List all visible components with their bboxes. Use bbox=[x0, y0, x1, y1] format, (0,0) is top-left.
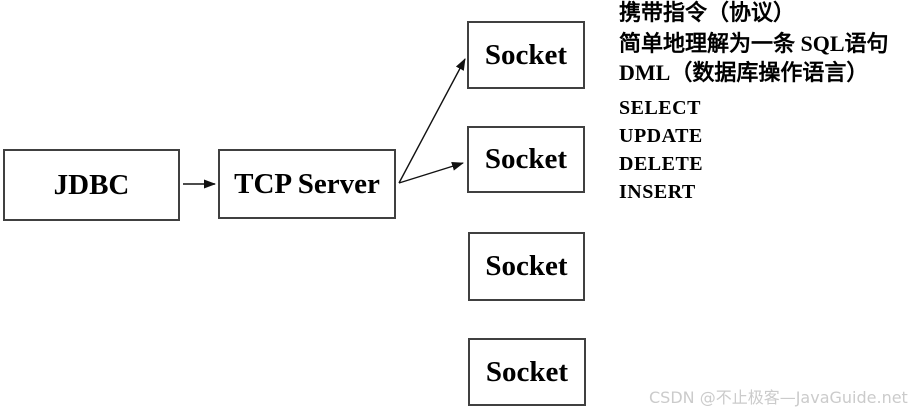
node-socket-1-label: Socket bbox=[484, 38, 568, 71]
node-jdbc-label: JDBC bbox=[53, 168, 130, 201]
node-tcp-server-label: TCP Server bbox=[234, 167, 380, 200]
node-socket-2: Socket bbox=[467, 126, 585, 193]
node-jdbc: JDBC bbox=[3, 149, 180, 221]
node-tcp-server: TCP Server bbox=[218, 149, 396, 219]
node-socket-2-label: Socket bbox=[484, 143, 568, 175]
node-socket-3-label: Socket bbox=[485, 250, 568, 282]
node-socket-3: Socket bbox=[468, 232, 585, 301]
annotation-line-delete: DELETE bbox=[619, 153, 704, 175]
node-socket-4-label: Socket bbox=[485, 355, 569, 388]
edge-tcp-to-socket2 bbox=[398, 161, 464, 184]
node-socket-1: Socket bbox=[467, 21, 585, 89]
annotation-line-3: DML（数据库操作语言） bbox=[619, 60, 869, 85]
annotation-line-update: UPDATE bbox=[619, 125, 703, 147]
annotation-block: 携带指令（协议） 简单地理解为一条 SQL语句 DML（数据库操作语言） SEL… bbox=[619, 0, 919, 215]
annotation-line-2: 简单地理解为一条 SQL语句 bbox=[619, 31, 889, 56]
node-socket-4: Socket bbox=[468, 338, 586, 406]
edge-tcp-to-socket1 bbox=[398, 58, 466, 184]
annotation-line-1: 携带指令（协议） bbox=[619, 0, 796, 25]
watermark: CSDN @不止极客—JavaGuide.net bbox=[649, 388, 908, 407]
annotation-line-insert: INSERT bbox=[619, 181, 696, 203]
annotation-line-select: SELECT bbox=[619, 97, 701, 119]
